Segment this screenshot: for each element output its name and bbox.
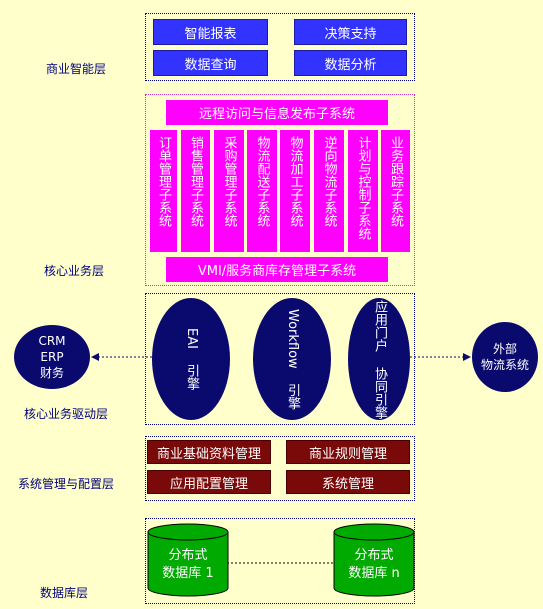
vmi-inventory-subsystem: VMI/服务商库存管理子系统 (166, 257, 388, 282)
decision-support-box: 决策支持 (294, 19, 407, 45)
db-layer-box (145, 518, 415, 604)
layer-label-db: 数据库层 (40, 586, 89, 600)
base-data-mgmt-box: 商业基础资料管理 (147, 440, 271, 464)
sysmgmt-layer-box (145, 436, 415, 501)
db-cylinder-1 (147, 523, 229, 597)
db-1-line-1: 分布式 (168, 548, 208, 563)
logistics-delivery-subsystem: 物流配送子系统 (247, 130, 277, 252)
remote-access-subsystem: 远程访问与信息发布子系统 (166, 100, 388, 125)
left-circle-line-1: CRM (38, 334, 66, 348)
right-circle-line-2: 物流系统 (480, 358, 530, 372)
collab-engine-label: 协同引擎 (372, 366, 387, 419)
db-n-line-2: 数据库 n (348, 566, 400, 581)
core-layer-box (145, 94, 415, 286)
layer-label-sysmgmt: 系统管理与配置层 (18, 477, 115, 491)
layer-label-driver: 核心业务驱动层 (24, 407, 109, 421)
data-analysis-box: 数据分析 (294, 50, 407, 76)
plan-control-subsystem: 计划与控制子系统 (348, 130, 378, 252)
portal-collab-engine-oval: 应用门户 协同引擎 (348, 298, 410, 420)
system-mgmt-box: 系统管理 (286, 470, 410, 494)
workflow-engine-label: 引擎 (285, 383, 300, 410)
right-circle-line-1: 外部 (492, 342, 517, 356)
order-mgmt-subsystem: 订单管理子系统 (150, 130, 177, 252)
logistics-processing-subsystem: 物流加工子系统 (280, 130, 310, 252)
right-arrow-head (463, 353, 471, 361)
portal-label: 应用门户 (372, 299, 387, 352)
data-query-box: 数据查询 (153, 50, 268, 76)
workflow-label: Workflow (285, 308, 300, 369)
eai-engine-label: 引擎 (184, 363, 199, 390)
db-n-line-1: 分布式 (354, 548, 394, 563)
left-circle-line-3: 财务 (39, 366, 64, 380)
business-rules-mgmt-box: 商业规则管理 (286, 440, 410, 464)
bi-layer-box (145, 13, 415, 81)
db-1-line-2: 数据库 1 (162, 566, 214, 581)
eai-engine-oval: EAI 引擎 (152, 298, 230, 420)
db-cylinder-n (333, 523, 415, 597)
db-n-label: 分布式 数据库 n (334, 547, 414, 583)
sales-mgmt-subsystem: 销售管理子系统 (181, 130, 210, 252)
smart-report-box: 智能报表 (153, 19, 268, 45)
left-circle-line-2: ERP (40, 350, 64, 364)
external-logistics-circle: 外部 物流系统 (472, 322, 538, 392)
business-tracking-subsystem: 业务跟踪子系统 (381, 130, 410, 252)
purchase-mgmt-subsystem: 采购管理子系统 (214, 130, 244, 252)
reverse-logistics-subsystem: 逆向物流子系统 (314, 130, 344, 252)
left-arrow-head (91, 353, 99, 361)
app-config-mgmt-box: 应用配置管理 (147, 470, 271, 494)
driver-layer-box (145, 293, 415, 425)
layer-label-bi: 商业智能层 (46, 62, 107, 76)
crm-erp-finance-circle: CRM ERP 财务 (14, 325, 90, 389)
db-1-label: 分布式 数据库 1 (148, 547, 228, 583)
workflow-engine-oval: Workflow 引擎 (253, 298, 331, 420)
layer-label-core: 核心业务层 (44, 264, 105, 278)
eai-label: EAI (184, 328, 199, 349)
